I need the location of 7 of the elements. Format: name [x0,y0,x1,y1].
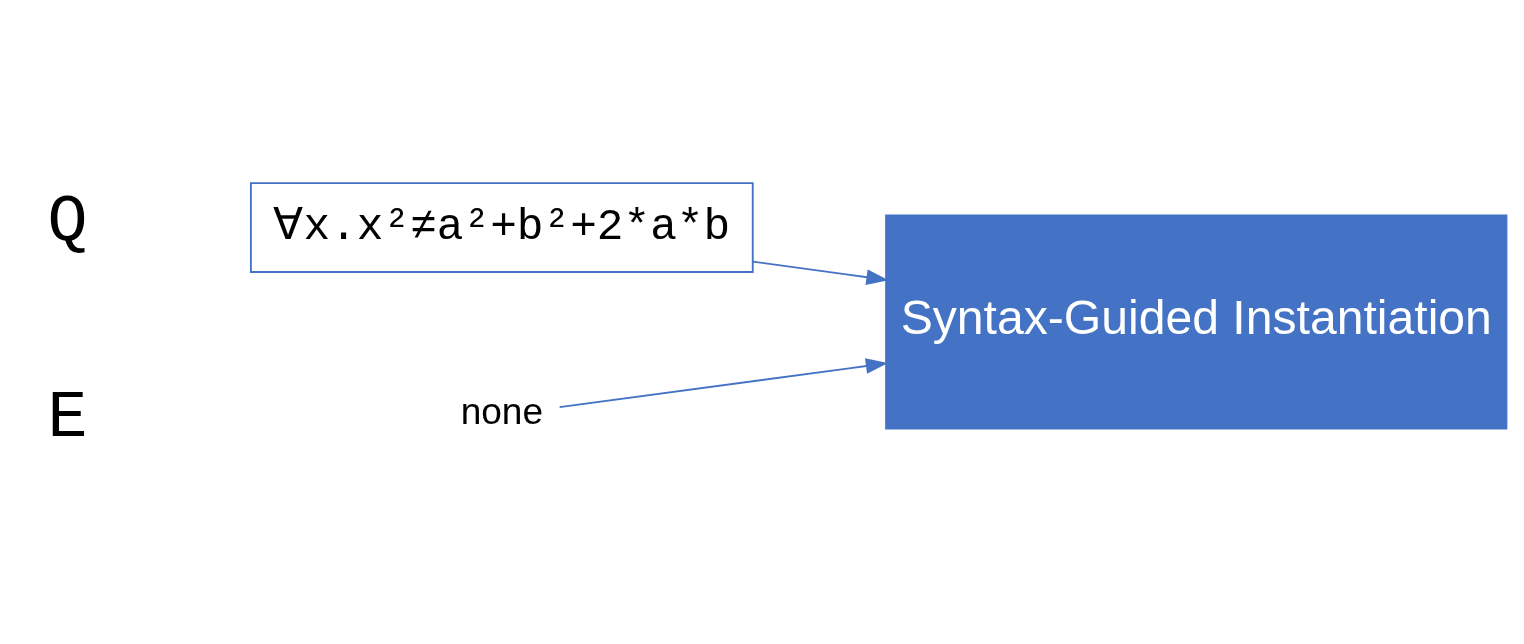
node-box: Syntax-Guided Instantiation [885,214,1508,430]
label: Q [47,185,88,261]
node-box: ∀x.x²≠a²+b²+2*a*b [249,182,754,273]
arrow [752,260,889,285]
arrow [558,358,889,408]
node-text: none [460,389,543,432]
label: E [47,381,88,457]
